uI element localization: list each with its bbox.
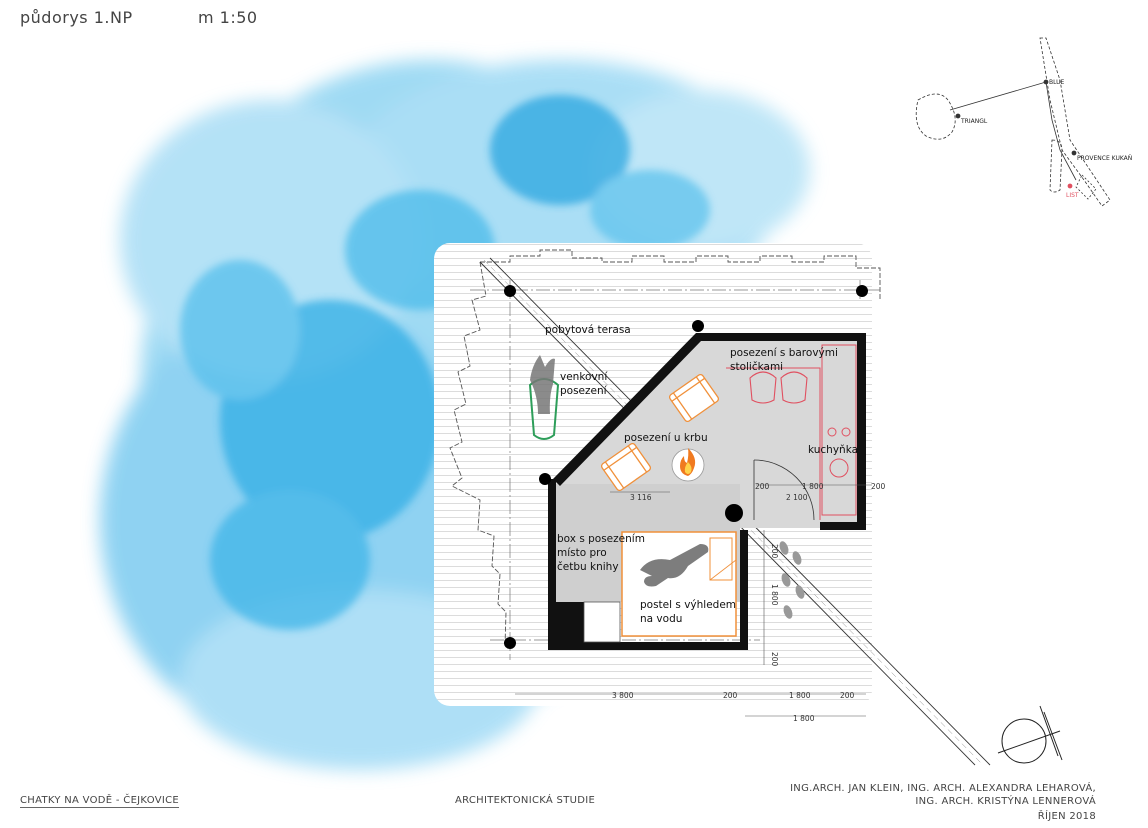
authors-line-1: ING.ARCH. JAN KLEIN, ING. ARCH. ALEXANDR… bbox=[790, 783, 1096, 794]
scale-label: m 1:50 bbox=[198, 8, 258, 27]
bed-icon bbox=[621, 531, 737, 637]
date-label: ŘÍJEN 2018 bbox=[1037, 811, 1096, 822]
page-title: půdorys 1.NP bbox=[20, 8, 133, 27]
study-type: ARCHITEKTONICKÁ STUDIE bbox=[455, 795, 596, 806]
dim-200-v2: 200 bbox=[770, 652, 779, 667]
columns bbox=[504, 285, 868, 649]
fire-icon bbox=[671, 448, 705, 482]
dim-200-b: 200 bbox=[871, 482, 886, 491]
dim-3116: 3 116 bbox=[630, 493, 652, 502]
door bbox=[753, 459, 815, 521]
dim-3800: 3 800 bbox=[612, 691, 634, 700]
label-bed-1: postel s výhledem bbox=[640, 599, 736, 611]
dim-1800-v: 1 800 bbox=[770, 584, 779, 606]
label-box-1: box s posezením bbox=[557, 533, 645, 545]
label-bed-2: na vodu bbox=[640, 613, 682, 625]
label-fireplace: posezení u krbu bbox=[624, 432, 708, 444]
dim-200-v1: 200 bbox=[770, 544, 779, 559]
map-label-3: PROVENCE KUKAŇ bbox=[1077, 155, 1132, 162]
dim-200-a: 200 bbox=[755, 482, 770, 491]
outdoor-chair-icon bbox=[528, 355, 560, 440]
project-name: CHATKY NA VODĚ - ČEJKOVICE bbox=[20, 795, 180, 808]
dim-2100: 2 100 bbox=[786, 493, 808, 502]
footprints-icon bbox=[779, 541, 805, 619]
location-map bbox=[915, 37, 1111, 207]
label-terrace: pobytová terasa bbox=[545, 324, 631, 336]
kitchen-counter bbox=[726, 344, 857, 520]
label-outdoor-1: venkovní bbox=[560, 371, 608, 383]
label-outdoor-2: posezení bbox=[560, 385, 608, 397]
authors-line-2: ING. ARCH. KRISTÝNA LENNEROVÁ bbox=[915, 796, 1096, 807]
bar-stools bbox=[749, 371, 808, 404]
watercolor-background bbox=[100, 60, 810, 770]
dim-1800-b: 1 800 bbox=[789, 691, 811, 700]
dim-1800-a: 1 800 bbox=[802, 482, 824, 491]
dim-1800-c: 1 800 bbox=[793, 714, 815, 723]
map-label-1: BLUE bbox=[1049, 79, 1065, 86]
label-box-2: místo pro bbox=[557, 547, 607, 559]
label-box-3: četbu knihy bbox=[557, 561, 619, 573]
north-arrow-icon bbox=[997, 705, 1063, 764]
label-kitchen: kuchyňka bbox=[808, 444, 858, 456]
walls bbox=[548, 333, 866, 650]
map-label-4: LIST bbox=[1066, 192, 1079, 199]
armchairs bbox=[600, 373, 720, 492]
reading-box bbox=[583, 601, 621, 643]
label-bar-1: posezení s barovými bbox=[730, 347, 838, 359]
deck-outline bbox=[449, 249, 881, 647]
dimension-lines bbox=[515, 484, 872, 717]
map-label-2: TRIANGL bbox=[960, 118, 988, 125]
label-bar-2: stoličkami bbox=[730, 361, 783, 373]
dim-200-d: 200 bbox=[840, 691, 855, 700]
dim-200-c: 200 bbox=[723, 691, 738, 700]
